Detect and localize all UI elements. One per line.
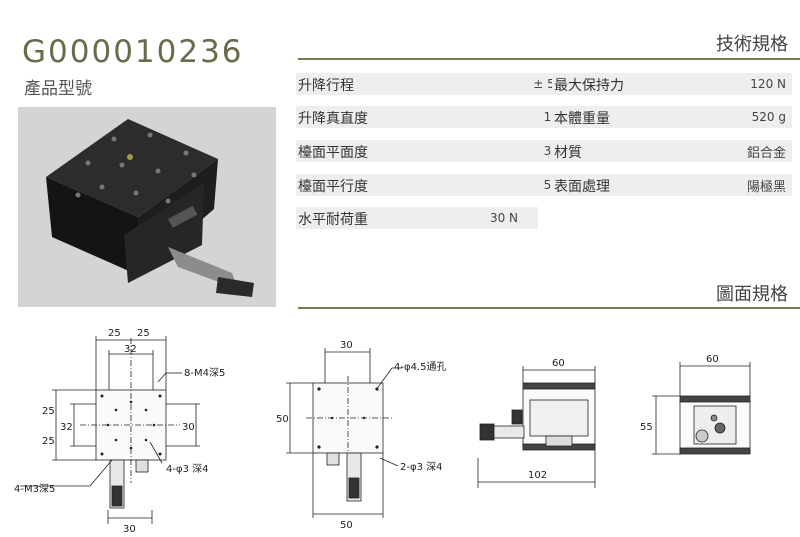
product-photo bbox=[18, 107, 276, 307]
drawing-bottom-view bbox=[286, 348, 402, 518]
drawing-end-view bbox=[652, 362, 751, 455]
dim-32v: 32 bbox=[60, 422, 73, 433]
spec-row-material: 材質 鋁合金 bbox=[552, 140, 792, 162]
stage-illustration bbox=[46, 119, 254, 297]
drawings-section-title: 圖面規格 bbox=[716, 284, 788, 305]
drawing-side-view bbox=[477, 366, 596, 488]
drawings-divider bbox=[298, 307, 800, 309]
dim-60-end: 60 bbox=[706, 354, 719, 365]
dim-60-side: 60 bbox=[552, 358, 565, 369]
dim-25a: 25 bbox=[108, 328, 121, 339]
note-d45: 4-φ4.5通孔 bbox=[394, 361, 446, 373]
spec-row-finish: 表面處理 陽極黑 bbox=[552, 174, 792, 196]
dim-30v: 30 bbox=[182, 422, 195, 433]
dim-30-bottom: 30 bbox=[340, 340, 353, 351]
technical-drawings: 25 25 32 25 25 32 30 30 8-M4深5 4-φ3 深4 4… bbox=[14, 328, 751, 535]
spec-row-weight: 本體重量 520 g bbox=[552, 106, 792, 128]
spec-row-flatness: 檯面平面度 30 µm bbox=[296, 140, 588, 162]
spec-row-stroke: 升降行程 ± 5 mm bbox=[296, 73, 588, 95]
dim-25d: 25 bbox=[42, 436, 55, 447]
dim-55: 55 bbox=[640, 422, 653, 433]
dim-30b: 30 bbox=[123, 524, 136, 535]
spec-row-horizontal-load: 水平耐荷重 30 N bbox=[296, 207, 538, 229]
spec-row-straightness: 升降真直度 10 µm bbox=[296, 106, 588, 128]
dim-25c: 25 bbox=[42, 406, 55, 417]
note-d3-top: 4-φ3 深4 bbox=[166, 463, 208, 475]
dim-102: 102 bbox=[528, 470, 547, 481]
dim-50h: 50 bbox=[340, 520, 353, 531]
dim-50v: 50 bbox=[276, 414, 289, 425]
specs-divider bbox=[298, 58, 800, 60]
specs-section-title: 技術規格 bbox=[716, 34, 788, 55]
spec-row-parallelism: 檯面平行度 50 µm bbox=[296, 174, 588, 196]
note-m4: 8-M4深5 bbox=[184, 367, 225, 379]
product-model-label: 產品型號 bbox=[24, 79, 92, 99]
dim-32: 32 bbox=[124, 344, 137, 355]
note-m3: 4-M3深5 bbox=[14, 483, 55, 495]
drawing-top-view bbox=[20, 336, 200, 524]
note-d3-bottom: 2-φ3 深4 bbox=[400, 461, 442, 473]
product-code: G000010236 bbox=[22, 34, 244, 70]
spec-row-holding-force: 最大保持力 120 N bbox=[552, 73, 792, 95]
dim-25b: 25 bbox=[137, 328, 150, 339]
